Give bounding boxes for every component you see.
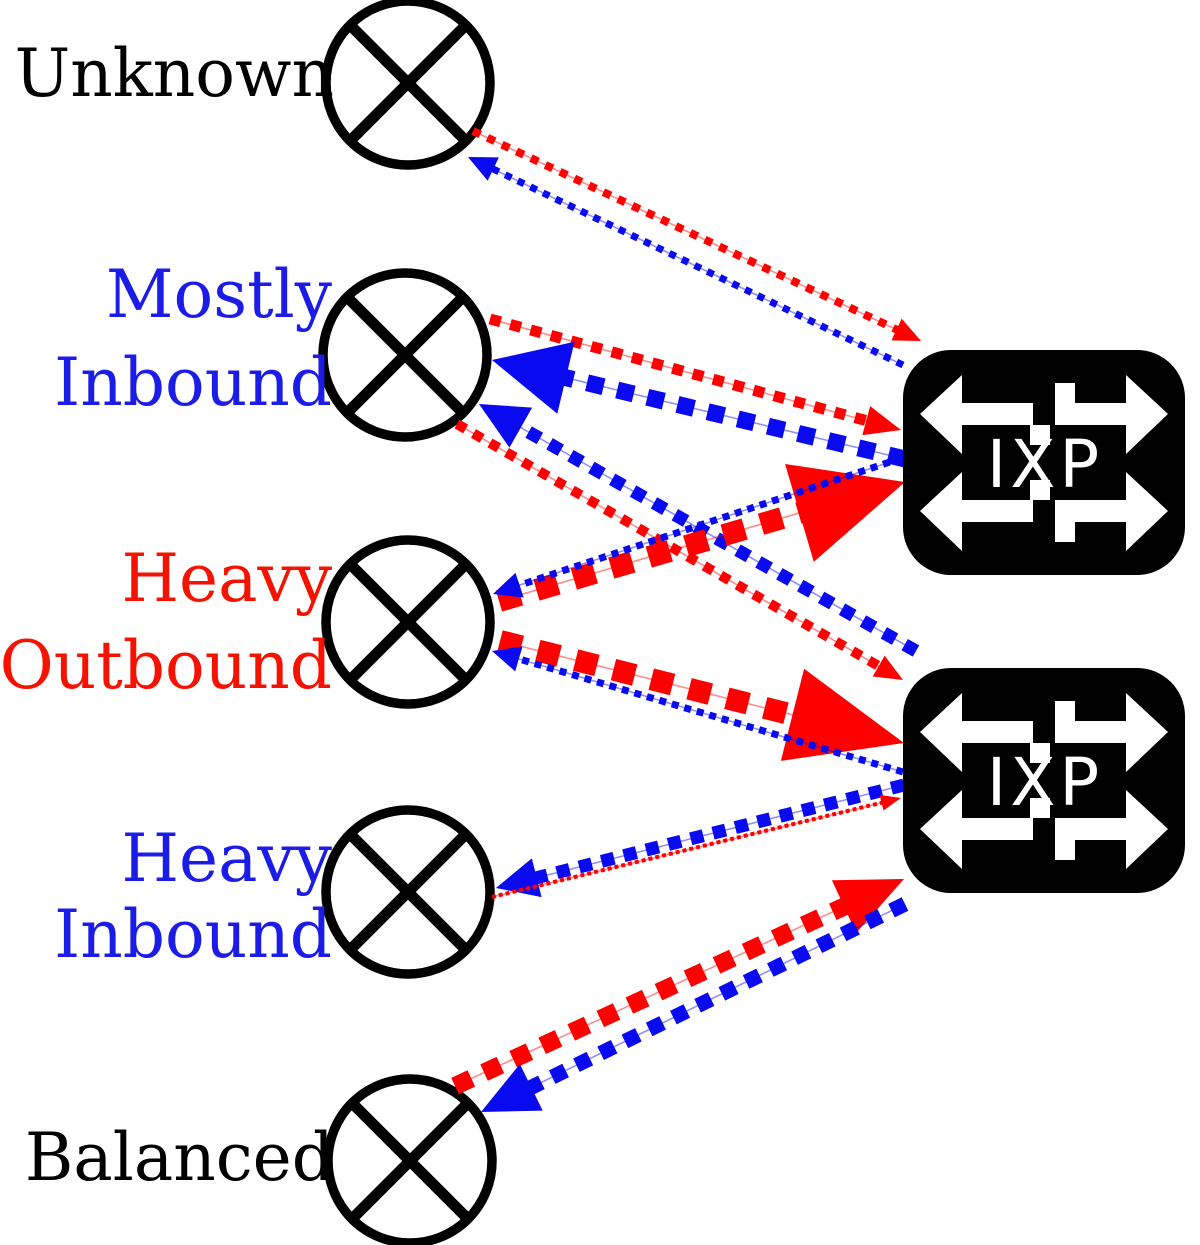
edge-ixp-bottom-to-heavy-outbound [492, 646, 904, 776]
node-balanced: Balanced [25, 1074, 497, 1245]
router-x-mark [346, 560, 470, 684]
node-label-mostly-inbound: Mostly [106, 256, 333, 333]
arrowhead [780, 668, 904, 761]
ixp-arrow-right-top-icon [1055, 693, 1168, 772]
arrowhead [492, 646, 523, 672]
edge-ixp-bottom-to-balanced [481, 897, 909, 1112]
ixp-arrow-left-bottom-icon [920, 790, 1033, 869]
edge-dashed-line [497, 630, 800, 727]
edge-dashed-line [454, 419, 885, 673]
edge-ixp-top-to-heavy-outbound [493, 454, 904, 598]
ixp-connector-tab [1055, 522, 1075, 542]
edge-ixp-bottom-to-mostly-inbound [479, 404, 920, 657]
router-x-mark [348, 1099, 472, 1223]
arrowhead [481, 1063, 543, 1112]
edge-ixp-bottom-to-heavy-inbound [496, 778, 906, 898]
edge-balanced-to-ixp-bottom [451, 879, 904, 1095]
arrowhead [872, 655, 903, 680]
edge-heavy-inbound-to-ixp-bottom [491, 794, 901, 899]
edge-dashed-line [491, 799, 886, 899]
edge-dashed-line [531, 778, 906, 886]
ixp-bottom-label: IXP [987, 744, 1103, 821]
edge-ixp-top-to-mostly-inbound [492, 341, 907, 468]
arrowhead [492, 341, 575, 414]
ixp-connector-tab [1030, 425, 1050, 445]
ixp-top-box: IXP [903, 350, 1185, 575]
edge-dashed-line [514, 419, 920, 657]
edge-mostly-inbound-to-ixp-top [488, 313, 901, 436]
arrowhead [785, 463, 905, 562]
node-label-heavy-inbound: Heavy [121, 820, 332, 897]
ixp-arrow-left-top-icon [920, 693, 1033, 772]
edge-unknown-to-ixp-top [471, 127, 921, 341]
edge-dashed-line [495, 501, 807, 612]
ixp-connector-tab [1030, 743, 1050, 763]
node-label-heavy-inbound: Inbound [54, 896, 332, 973]
node-label-heavy-outbound: Heavy [121, 540, 332, 617]
arrowhead [468, 157, 499, 181]
node-label-unknown: Unknown [15, 35, 334, 112]
node-label-balanced: Balanced [25, 1119, 334, 1196]
edge-mostly-inbound-to-ixp-bottom [454, 419, 903, 680]
ixp-connector-tab [1055, 840, 1075, 860]
edge-dashed-line [514, 654, 904, 776]
edge-dashed-line [488, 164, 905, 369]
arrowhead [493, 572, 524, 598]
router-x-mark [346, 830, 470, 954]
node-label-mostly-inbound: Inbound [54, 344, 332, 421]
edge-dashed-line [514, 454, 904, 590]
arrowhead [862, 406, 901, 436]
ixp-arrow-left-top-icon [920, 375, 1033, 454]
router-x-mark [346, 21, 470, 145]
ixp-connector-tab [1030, 480, 1050, 500]
edge-ixp-top-to-unknown [468, 157, 905, 369]
arrowhead [479, 404, 533, 448]
ixp-arrow-right-bottom-icon [1055, 472, 1168, 551]
ixp-connector-tab [1030, 798, 1050, 818]
arrowhead [879, 794, 901, 811]
arrowhead [831, 879, 904, 933]
edge-dashed-line [488, 313, 872, 427]
edge-dashed-line [451, 896, 852, 1095]
arrowhead [496, 858, 542, 898]
ixp-connector-tab [1055, 701, 1075, 721]
edge-heavy-outbound-to-ixp-bottom [497, 630, 904, 761]
node-unknown: Unknown [15, 0, 495, 170]
edge-hairline [486, 903, 906, 1111]
ixp-top-label: IXP [987, 426, 1103, 503]
ixp-arrow-right-top-icon [1055, 375, 1168, 454]
ixp-arrow-right-bottom-icon [1055, 790, 1168, 869]
edge-dashed-line [560, 368, 907, 468]
node-label-heavy-outbound: Outbound [0, 627, 332, 704]
ixp-connector-tab [1055, 383, 1075, 403]
router-x-mark [343, 293, 467, 417]
arrowhead [891, 318, 921, 341]
ixp-arrow-left-bottom-icon [920, 472, 1033, 551]
ixp-bottom-box: IXP [903, 668, 1185, 893]
